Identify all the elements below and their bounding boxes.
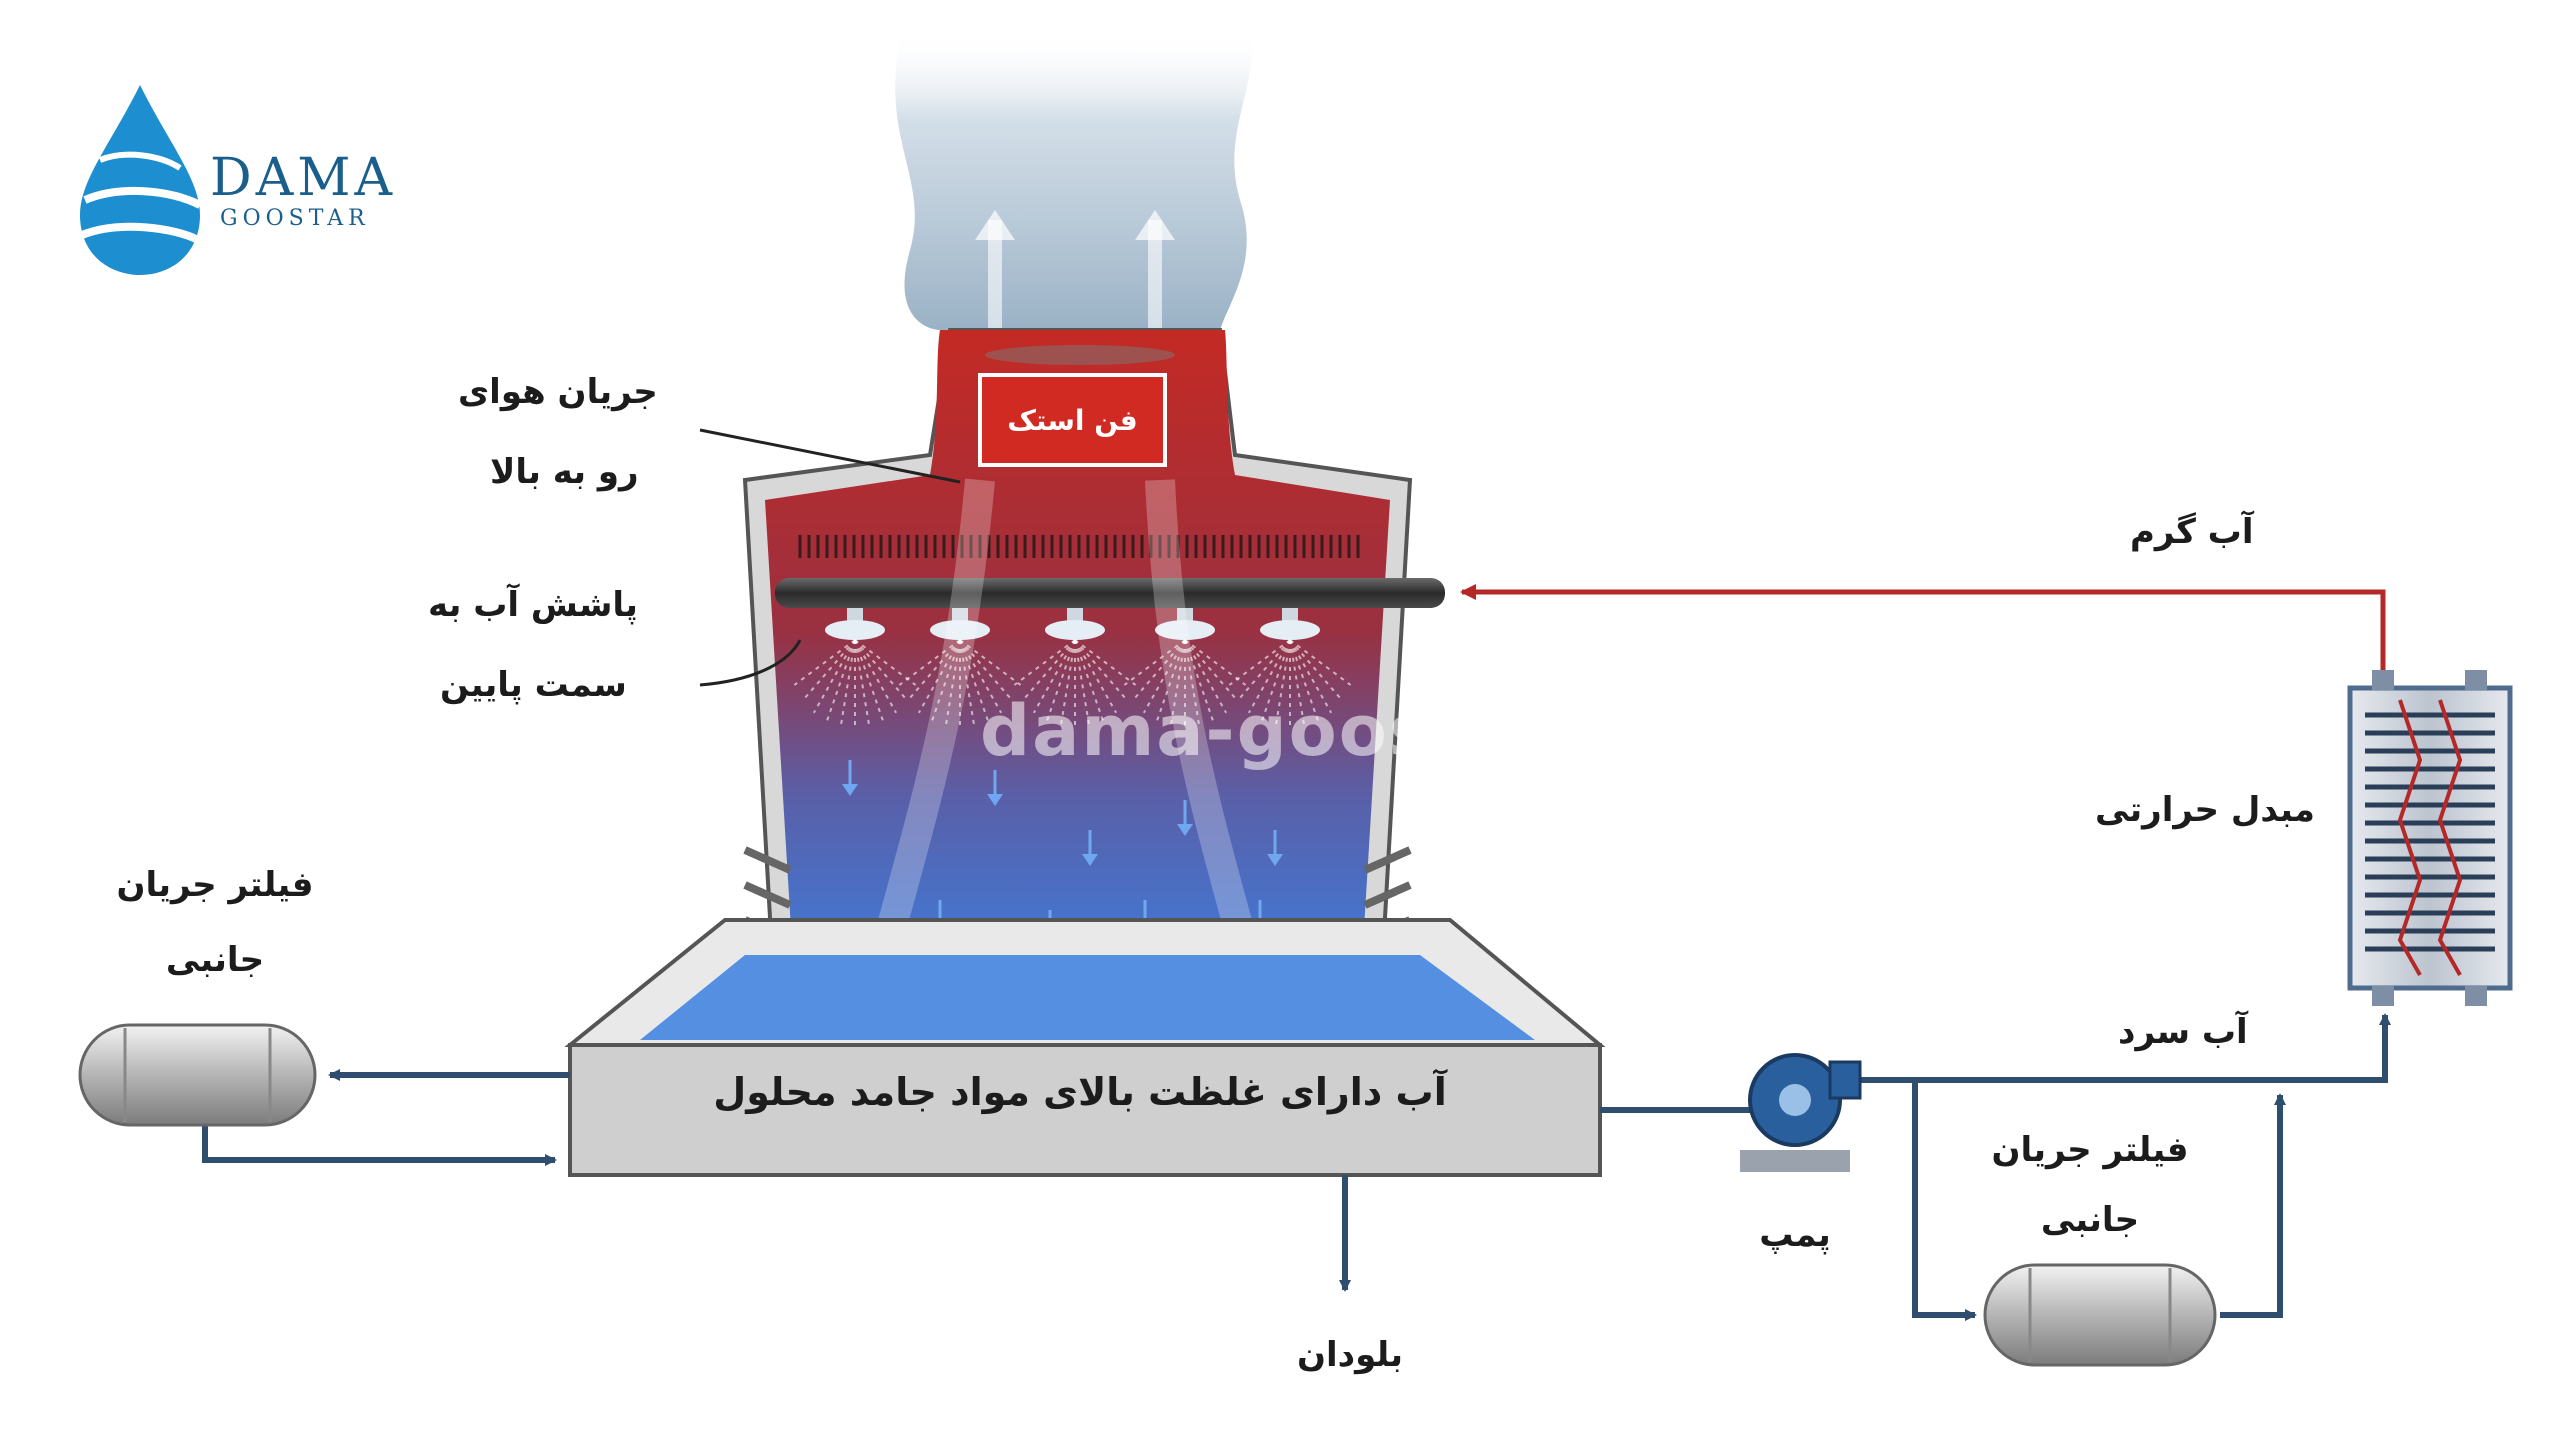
- left-filter-label-line1: فیلتر جریان: [116, 865, 314, 905]
- air-flow-label-line1: جریان هوای: [458, 372, 658, 412]
- pump-label: پمپ: [1759, 1215, 1831, 1255]
- right-filter-label-line1: فیلتر جریان: [1991, 1130, 2189, 1170]
- basin-label: آب دارای غلظت بالای مواد جامد محلول: [713, 1070, 1447, 1114]
- blowdown-label: بلودان: [1296, 1335, 1404, 1375]
- water-drop-arrow: [842, 760, 858, 796]
- hot-water-pipe: [1460, 584, 2386, 670]
- spray-nozzle: [1123, 608, 1247, 730]
- distribution-pipe: [775, 578, 1445, 608]
- heat-exchanger-flow: [2397, 699, 2463, 976]
- spray-nozzle: [793, 608, 917, 730]
- fan-drum: [978, 345, 1175, 467]
- left-filter-label-line2: جانبی: [165, 940, 265, 980]
- left-side-filter-tank: [78, 1023, 317, 1127]
- spray-label-line2: سمت پایین: [440, 665, 627, 705]
- heat-exchanger: [2347, 670, 2513, 1006]
- water-drop-arrow: [1267, 830, 1283, 866]
- water-drop-arrow: [1082, 830, 1098, 866]
- hot-water-label: آب گرم: [2130, 512, 2254, 552]
- pump: [1740, 1053, 1862, 1172]
- label-leaders: [699, 428, 961, 687]
- air-streams: [865, 478, 1265, 974]
- spray-label-line1: پاشش آب به: [428, 585, 638, 625]
- air-flow-label-line2: رو به بالا: [490, 452, 639, 492]
- spray-nozzles: [793, 608, 1352, 730]
- heat-exchanger-label: مبدل حرارتی: [2095, 790, 2315, 830]
- pump-lines: [1600, 1013, 2391, 1321]
- tower-shell: [742, 328, 1413, 1007]
- left-filter-loop: [202, 1069, 570, 1166]
- right-side-filter-tank: [1983, 1263, 2217, 1367]
- right-filter-label-line2: جانبی: [2040, 1200, 2140, 1240]
- drift-eliminator: [798, 535, 1360, 558]
- fan-stack-box: [978, 373, 1167, 467]
- collection-basin: [564, 918, 1606, 1177]
- spray-nozzle: [1228, 608, 1352, 730]
- cold-water-label: آب سرد: [2118, 1012, 2248, 1052]
- watermark: dama-goostar.ir: [980, 690, 1635, 772]
- logo-name: DAMA: [210, 148, 397, 208]
- fan-stack-label: فن استک: [1007, 403, 1138, 437]
- basin-box: [568, 1043, 1602, 1177]
- logo-drop-icon: [80, 85, 202, 275]
- spray-nozzle: [898, 608, 1022, 730]
- water-drop-arrow: [987, 770, 1003, 806]
- logo-subtitle: GOOSTAR: [220, 206, 370, 231]
- water-drop-arrow: [1177, 800, 1193, 836]
- steam-plume: [895, 30, 1252, 330]
- logo: DAMA GOOSTAR: [210, 150, 396, 231]
- spray-nozzle: [1013, 608, 1137, 730]
